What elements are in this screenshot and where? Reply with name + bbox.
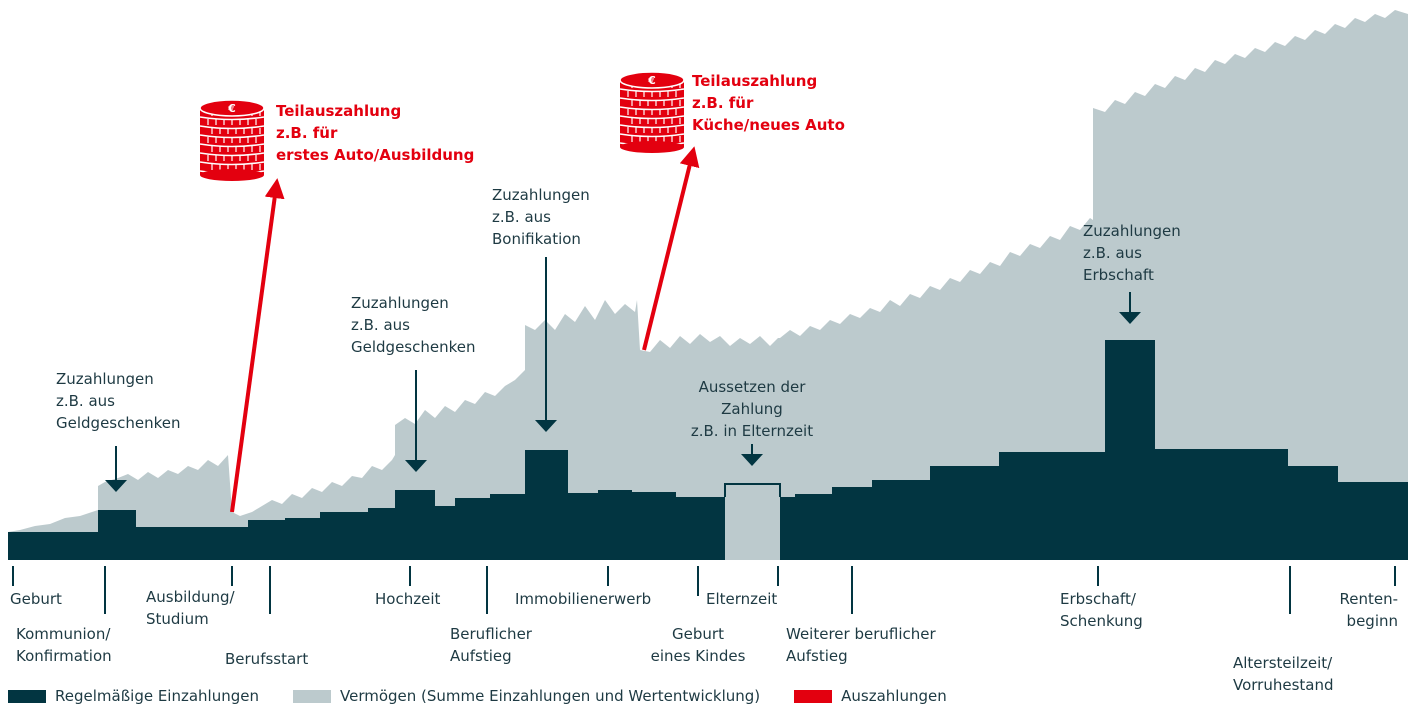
euro-symbol-icon: € — [647, 74, 656, 87]
legend-label-deposits: Regelmäßige Einzahlungen — [55, 687, 259, 705]
annotation-gift-1: Zuzahlungen z.B. aus Geldgeschenken — [56, 370, 181, 432]
legend-item-assets: Vermögen (Summe Einzahlungen und Wertent… — [293, 687, 760, 705]
legend-swatch-deposits — [8, 689, 46, 703]
annotation-arrow-head — [1119, 312, 1141, 324]
timeline-parental-leave: Elternzeit — [706, 590, 778, 608]
parental-leave-gap-outline — [724, 483, 781, 497]
coin-stack-bottom — [620, 141, 684, 153]
coin-rim-line — [199, 125, 265, 130]
legend-swatch-assets — [293, 689, 331, 703]
timeline-ticks — [12, 566, 1396, 614]
timeline-further-promotion: Weiterer beruflicher Aufstieg — [786, 625, 936, 665]
euro-coin-stack-icon: € — [199, 99, 265, 181]
annotation-bonus: Zuzahlungen z.B. aus Bonifikation — [492, 186, 590, 248]
timeline-birth: Geburt — [10, 590, 62, 608]
timeline-communion: Kommunion/ Konfirmation — [16, 625, 112, 665]
coin-rim-line — [199, 143, 265, 148]
timeline-child-birth: Geburt eines Kindes — [650, 625, 746, 665]
coin-rim-line — [199, 161, 265, 166]
annotation-arrow-head — [405, 460, 427, 472]
legend: Regelmäßige Einzahlungen Vermögen (Summe… — [8, 685, 981, 707]
timeline-retirement: Renten- beginn — [1339, 590, 1398, 630]
annotation-pause: Aussetzen der Zahlung z.B. in Elternzeit — [690, 378, 814, 440]
assets-area — [8, 10, 1408, 560]
timeline-education: Ausbildung/ Studium — [146, 588, 235, 628]
legend-label-assets: Vermögen (Summe Einzahlungen und Wertent… — [340, 687, 761, 705]
timeline-real-estate: Immobilienerwerb — [515, 590, 652, 608]
payout-label-2: Teilauszahlung z.B. für Küche/neues Auto — [692, 72, 845, 134]
timeline-career-start: Berufsstart — [225, 650, 309, 668]
payout-arrow-2 — [642, 146, 700, 351]
annotation-arrow-head — [535, 420, 557, 432]
payout-arrow-1 — [230, 178, 285, 513]
coin-stack-bottom — [200, 169, 264, 181]
coin-rim-line — [619, 97, 685, 102]
annotation-gift-2: Zuzahlungen z.B. aus Geldgeschenken — [351, 294, 476, 356]
timeline-inheritance: Erbschaft/ Schenkung — [1060, 590, 1143, 630]
euro-coin-stack-icon: € — [619, 71, 685, 153]
payout-label-1: Teilauszahlung z.B. für erstes Auto/Ausb… — [276, 102, 475, 164]
annotation-arrow-head — [741, 454, 763, 466]
deposits-area — [8, 340, 1408, 560]
timeline-wedding: Hochzeit — [375, 590, 441, 608]
coin-top-face — [619, 71, 685, 89]
legend-item-deposits: Regelmäßige Einzahlungen — [8, 687, 259, 705]
annotation-inheritance: Zuzahlungen z.B. aus Erbschaft — [1083, 222, 1181, 284]
legend-item-payouts: Auszahlungen — [794, 687, 947, 705]
coin-rim-line — [619, 133, 685, 138]
timeline-early-retirement: Altersteilzeit/ Vorruhestand — [1233, 654, 1334, 694]
annotation-arrows — [105, 257, 1141, 492]
legend-swatch-payouts — [794, 689, 833, 703]
coin-rim-line — [619, 115, 685, 120]
legend-label-payouts: Auszahlungen — [841, 687, 947, 705]
coin-top-face — [199, 99, 265, 117]
annotation-arrow-head — [105, 480, 127, 492]
euro-symbol-icon: € — [227, 102, 236, 115]
timeline-promotion: Beruflicher Aufstieg — [450, 625, 532, 665]
